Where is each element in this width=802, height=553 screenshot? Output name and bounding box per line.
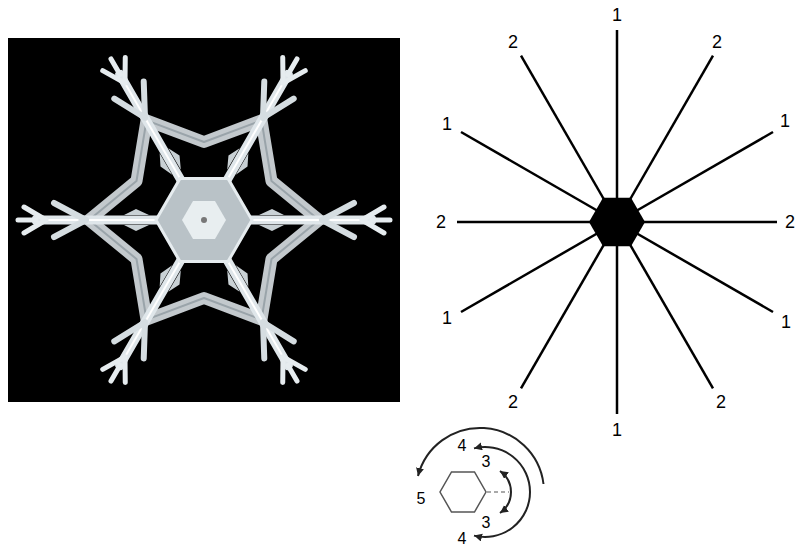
callout-number: 1: [612, 5, 622, 26]
small-hexagon: [440, 472, 486, 512]
radial-line: [617, 222, 773, 312]
rotation-arrow: [418, 428, 544, 484]
radial-line: [616, 30, 619, 222]
reference-dash: [487, 491, 509, 492]
radial-line: [617, 132, 773, 222]
callout-number: 1: [781, 312, 791, 333]
callout-number: 1: [612, 420, 622, 441]
callout-number: 3: [482, 514, 491, 532]
radial-line: [617, 56, 713, 222]
rotation-arrow: [500, 471, 511, 492]
radial-line: [521, 222, 617, 388]
rotation-arrow: [474, 492, 530, 537]
photo-ground: [8, 38, 400, 402]
callout-number: 2: [785, 212, 795, 233]
radial-line: [521, 56, 617, 222]
radial-line: [616, 222, 619, 414]
callout-number: 3: [482, 453, 491, 471]
center-hexagon: [589, 198, 645, 246]
callout-number: 1: [442, 114, 452, 135]
snowflake-core: [182, 201, 226, 239]
radial-line: [461, 222, 617, 312]
callout-number: 2: [508, 392, 518, 413]
callout-number: 2: [508, 32, 518, 53]
rotation-arrow: [474, 447, 530, 492]
radial-line: [617, 222, 713, 388]
callout-number: 2: [436, 212, 446, 233]
callout-number: 4: [458, 437, 467, 455]
callout-number: 4: [458, 530, 467, 548]
rotation-arrows: [418, 428, 544, 537]
snowflake-plate: [156, 178, 252, 261]
rotation-arrow: [500, 492, 511, 513]
callout-number: 1: [780, 111, 790, 132]
callout-number: 2: [716, 392, 726, 413]
callout-number: 1: [442, 308, 452, 329]
callout-number: 5: [417, 490, 426, 508]
radial-line: [461, 132, 617, 222]
callout-number: 2: [712, 32, 722, 53]
radial-lines: [457, 30, 777, 414]
snowflake-center: [201, 217, 207, 223]
